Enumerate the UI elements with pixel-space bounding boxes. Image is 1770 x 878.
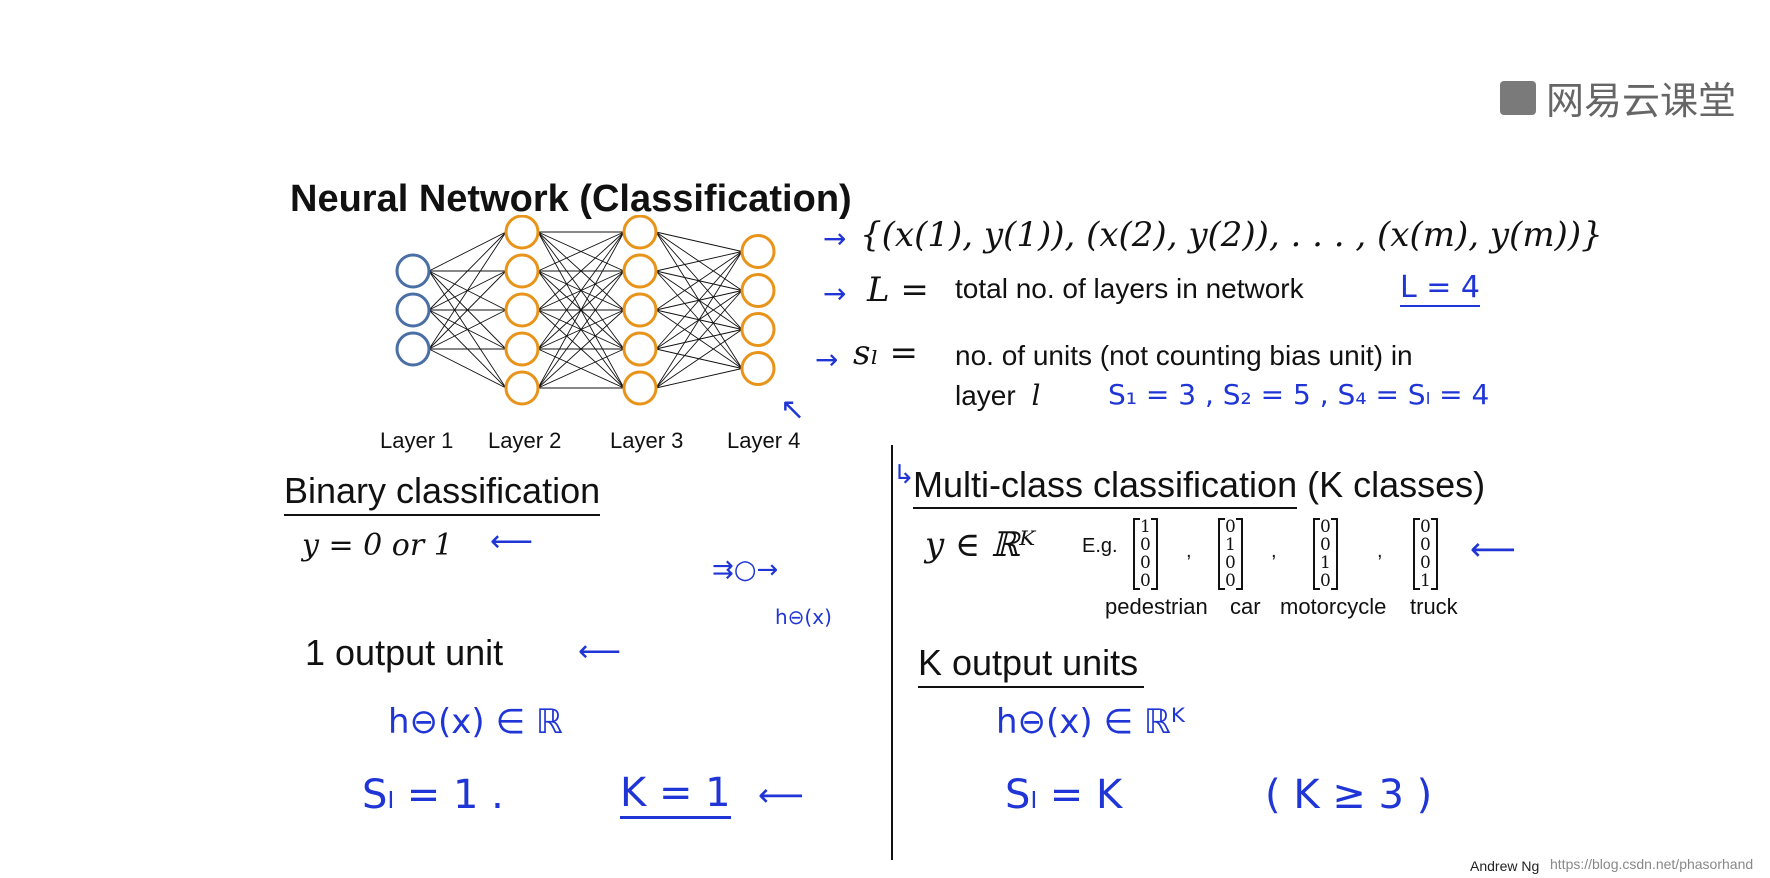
network-edge: [537, 231, 625, 272]
comma: ,: [1377, 540, 1383, 562]
network-edge: [655, 329, 743, 389]
network-diagram: [395, 215, 776, 406]
arrow-icon: →: [823, 277, 847, 310]
L-value-annotation: L = 4: [1400, 270, 1481, 307]
input-node: [395, 253, 431, 289]
arrow-icon: ⟵: [1470, 530, 1516, 568]
column-divider: [891, 445, 893, 860]
arrow-icon: →: [823, 222, 847, 255]
hidden-node: [622, 370, 658, 406]
network-edge: [428, 309, 507, 350]
network-edge: [655, 368, 743, 389]
network-edge: [537, 231, 625, 350]
sl-description-line1: no. of units (not counting bias unit) in: [955, 340, 1413, 371]
network-edge: [428, 231, 507, 350]
layer-3-label: Layer 3: [610, 428, 684, 453]
network-edge: [655, 251, 743, 311]
arrow-icon: ↖: [780, 392, 806, 427]
network-edge: [428, 231, 507, 311]
network-edge: [537, 231, 625, 389]
training-set: {(x(1), y(1)), (x(2), y(2)), . . . , (x(…: [860, 215, 1603, 255]
L-symbol: L =: [867, 270, 929, 310]
network-edge: [655, 231, 743, 252]
hidden-node: [622, 292, 658, 328]
arrow-icon: ⟵: [758, 776, 804, 814]
hidden-node: [740, 351, 776, 386]
slide-title: Neural Network (Classification): [290, 178, 852, 220]
h-left-annotation: h⊖(x) ∈ ℝ: [388, 702, 563, 742]
binary-y: y = 0 or 1: [302, 528, 453, 563]
sl-right-annotation: Sₗ = K: [1005, 772, 1123, 818]
source-watermark: https://blog.csdn.net/phasorhand: [1550, 856, 1754, 872]
label-truck: truck: [1410, 594, 1458, 619]
hidden-node: [504, 331, 540, 367]
network-edge: [537, 270, 625, 389]
hidden-node: [504, 215, 540, 250]
arrow-icon: ⟵: [490, 524, 534, 559]
logo: 网易云课堂: [1500, 70, 1736, 125]
arrow-icon: ⟵: [578, 634, 622, 669]
network-nodes: [395, 215, 776, 406]
network-edge: [655, 290, 743, 389]
k-condition-annotation: ( K ≥ 3 ): [1265, 772, 1433, 818]
hidden-node: [740, 312, 776, 347]
multiclass-heading: Multi-class classification (K classes): [913, 464, 1485, 509]
network-edge: [428, 348, 507, 389]
layer-2-label: Layer 2: [488, 428, 562, 453]
input-node: [395, 292, 431, 328]
comma: ,: [1186, 540, 1192, 562]
hidden-node: [622, 215, 658, 250]
binary-heading: Binary classification: [284, 470, 601, 516]
output-unit-sketch: ⇉○→: [712, 555, 779, 585]
sl-symbol: sₗ =: [853, 333, 918, 373]
hidden-node: [622, 331, 658, 367]
hidden-node: [504, 253, 540, 289]
hidden-node: [622, 253, 658, 289]
hidden-node: [740, 234, 776, 269]
label-pedestrian: pedestrian: [1105, 594, 1208, 619]
network-edge: [655, 251, 743, 350]
arrow-icon: →: [815, 343, 839, 376]
binary-output: 1 output unit: [305, 632, 504, 673]
s-values-annotation: S₁ = 3 , S₂ = 5 , S₄ = Sₗ = 4: [1108, 378, 1490, 411]
hidden-node: [504, 370, 540, 406]
network-edge: [537, 309, 625, 389]
network-edges: [428, 231, 743, 389]
eg-label: E.g.: [1082, 535, 1118, 557]
logo-icon: [1500, 80, 1536, 115]
sl-left-annotation: Sₗ = 1 .: [362, 772, 504, 818]
multiclass-y: y ∈ ℝᴷ: [925, 525, 1036, 565]
comma: ,: [1271, 540, 1277, 562]
author-credit: Andrew Ng: [1470, 858, 1540, 874]
h-right-annotation: h⊖(x) ∈ ℝᴷ: [996, 702, 1185, 742]
network-edge: [655, 251, 743, 389]
network-edge: [537, 231, 625, 311]
multiclass-output: K output units: [918, 642, 1145, 688]
hidden-node: [504, 292, 540, 328]
sl-description-line2: layer l: [955, 379, 1041, 412]
arrow-icon: ↳: [893, 460, 915, 490]
h-output-annotation: h⊖(x): [775, 605, 832, 629]
K-left-annotation: K = 1: [620, 770, 731, 819]
input-node: [395, 331, 431, 367]
network-edge: [428, 231, 507, 272]
hidden-node: [740, 273, 776, 308]
network-edge: [655, 251, 743, 272]
label-car: car: [1230, 594, 1261, 619]
label-motorcycle: motorcycle: [1280, 594, 1387, 619]
network-edge: [537, 348, 625, 389]
L-description: total no. of layers in network: [955, 273, 1304, 304]
network-edge: [428, 270, 507, 350]
layer-1-label: Layer 1: [380, 428, 454, 453]
logo-text: 网易云课堂: [1546, 81, 1737, 123]
layer-4-label: Layer 4: [727, 428, 801, 453]
